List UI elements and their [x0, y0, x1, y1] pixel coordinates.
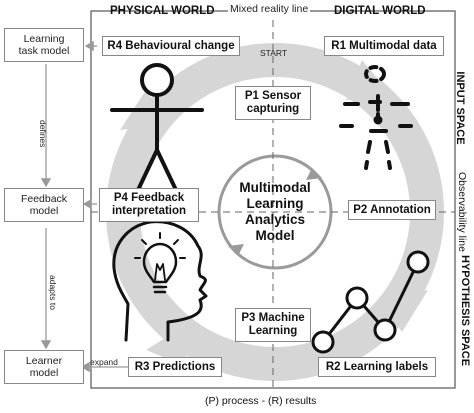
defines-label: defines: [38, 120, 48, 148]
observability-line-label: Observability line: [456, 172, 468, 252]
start-label: START: [260, 48, 288, 58]
input-space-label: INPUT SPACE: [454, 71, 466, 145]
p1-sensor-capturing-node: P1 Sensor capturing: [235, 86, 311, 120]
learner-model-box: Learner model: [4, 350, 84, 384]
r2-learning-labels-node: R2 Learning labels: [318, 357, 436, 377]
skeleton-dots-icon: [339, 65, 413, 170]
p2-annotation-node: P2 Annotation: [348, 200, 436, 220]
center-title: Multimodal Learning Analytics Model: [239, 180, 311, 243]
r1-multimodal-data-node: R1 Multimodal data: [324, 36, 444, 56]
expand-label: expand: [90, 357, 118, 367]
r3-predictions-node: R3 Predictions: [128, 357, 222, 377]
digital-world-label: DIGITAL WORLD: [334, 5, 426, 17]
p3-machine-learning-node: P3 Machine Learning: [235, 308, 311, 342]
footer-legend: (P) process - (R) results: [205, 395, 317, 407]
adapts-to-label: adapts to: [48, 275, 58, 310]
p4-feedback-interpretation-node: P4 Feedback interpretation: [99, 188, 199, 222]
line-graph-icon: [311, 250, 430, 354]
head-lightbulb-icon: [112, 220, 208, 342]
hypothesis-space-label: HYPOTHESIS SPACE: [459, 255, 471, 367]
learning-task-model-box: Learning task model: [4, 28, 84, 62]
mixed-reality-line-label: Mixed reality line: [228, 3, 311, 15]
feedback-model-box: Feedback model: [4, 188, 84, 222]
stick-figure-icon: [110, 63, 204, 192]
physical-world-label: PHYSICAL WORLD: [110, 5, 215, 17]
r4-behavioural-change-node: R4 Behavioural change: [102, 36, 240, 56]
